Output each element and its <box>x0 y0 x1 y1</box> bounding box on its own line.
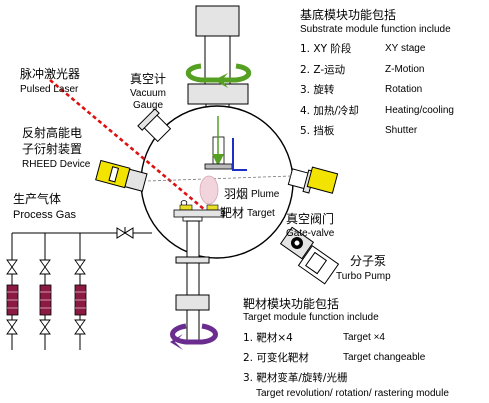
gas-cylinder-bands <box>7 291 86 309</box>
chamber-divider <box>147 175 293 182</box>
substrate-rotation-arrow <box>185 63 252 88</box>
target-rotation-arrow <box>170 323 218 350</box>
process-gas-label-en: Process Gas <box>13 209 76 221</box>
gate-valve <box>279 226 315 260</box>
vacuum-gauge-label-en-1: Vacuum <box>130 88 166 99</box>
target-title-cn: 靶材模块功能包括 <box>243 297 340 311</box>
rheed-device <box>95 159 148 192</box>
plume-label-cn: 羽烟 <box>224 187 249 201</box>
rheed-label-cn-2: 子衍射装置 <box>22 142 83 156</box>
target-function-3: 3. 靶材变革/旋转/光栅 <box>243 372 348 384</box>
laser-label-cn: 脉冲激光器 <box>20 67 81 81</box>
substrate-function-1: 1. XY 阶段 XY stage <box>300 43 426 55</box>
substrate-function-5: 5. 挡板 Shutter <box>300 125 418 137</box>
substrate-holder <box>204 116 247 171</box>
turbo-pump-label-en: Turbo Pump <box>336 271 391 282</box>
gate-valve-label-en: Gate-valve <box>286 228 335 239</box>
substrate-function-4: 4. 加热/冷却 Heating/cooling <box>300 105 454 117</box>
laser-label-en: Pulsed Laser <box>20 84 79 95</box>
substrate-function-2: 2. Z-运动 Z-Motion <box>300 64 425 76</box>
gas-valves <box>6 259 86 335</box>
rheed-label-en: RHEED Device <box>22 159 91 170</box>
target-title-en: Target module function include <box>243 312 379 323</box>
turbo-pump <box>297 245 340 285</box>
vacuum-gauge-label-en-2: Gauge <box>133 100 164 111</box>
plume-label-en: Plume <box>251 189 280 200</box>
gate-valve-label-cn: 真空阀门 <box>286 212 335 226</box>
target-label-cn: 靶材 <box>220 206 245 220</box>
plume <box>199 175 219 205</box>
process-gas-label-cn: 生产气体 <box>13 192 62 206</box>
target-function-3-en: Target revolution/ rotation/ rastering m… <box>256 388 449 399</box>
turbo-pump-label-cn: 分子泵 <box>350 254 387 268</box>
rheed-label-cn-1: 反射高能电 <box>22 126 83 140</box>
substrate-function-3: 3. 旋转 Rotation <box>300 84 423 96</box>
substrate-title-en: Substrate module function include <box>300 24 451 35</box>
target-function-2: 2. 可变化靶材 Target changeable <box>243 352 426 364</box>
substrate-title-cn: 基底模块功能包括 <box>300 8 397 22</box>
rheed-screen <box>306 166 339 194</box>
target-label-en: Target <box>247 208 275 219</box>
target-column <box>175 216 210 343</box>
vacuum-gauge-label-cn: 真空计 <box>130 72 167 86</box>
laser-beam <box>49 79 206 211</box>
target-function-1: 1. 靶材×4 Target ×4 <box>243 332 385 344</box>
